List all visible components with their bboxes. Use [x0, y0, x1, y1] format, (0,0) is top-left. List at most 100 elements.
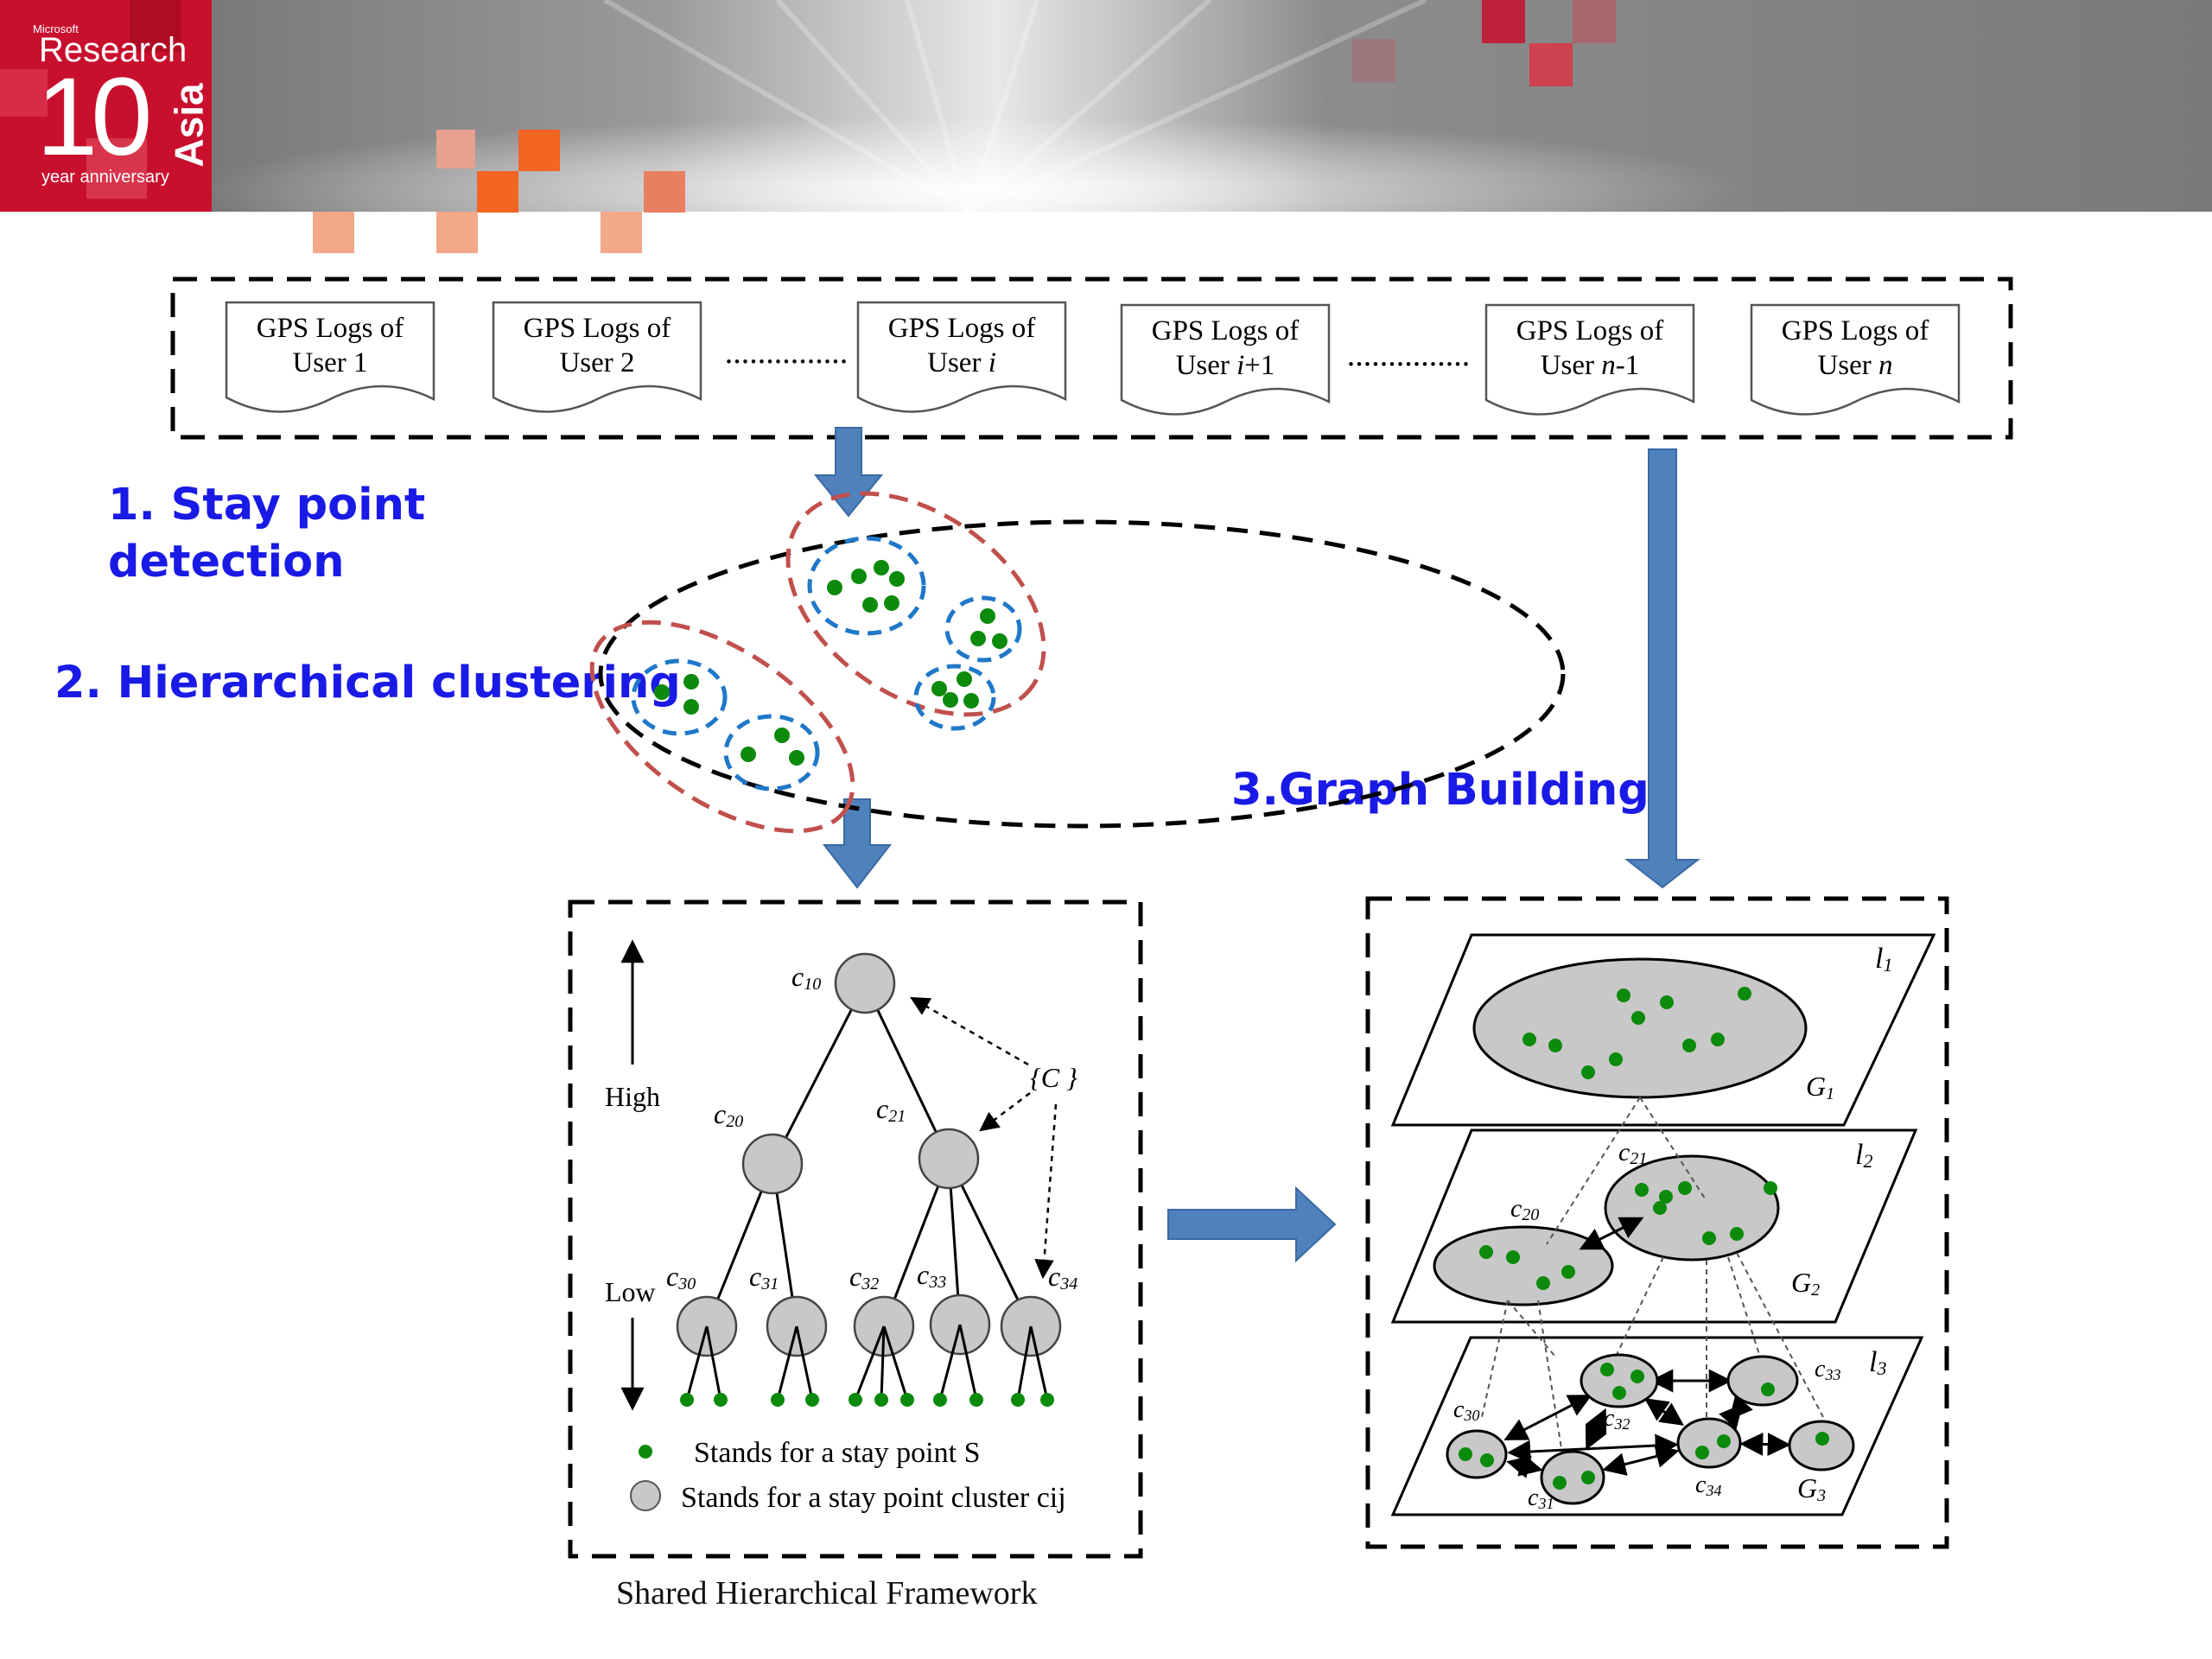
label-base: c — [917, 1259, 929, 1290]
stay-point — [931, 681, 947, 696]
label-base: l — [1869, 1346, 1877, 1378]
projection-line — [1639, 1096, 1707, 1202]
layer-label-l1: l1 — [1875, 943, 1892, 976]
label-subscript: 2 — [1863, 1150, 1872, 1172]
tree-edge — [947, 1158, 1033, 1327]
step-hierarchical-clustering: 2. Hierarchical clustering — [54, 658, 681, 709]
projection-line — [1736, 1252, 1824, 1418]
arrow-clustering-to-framework — [822, 798, 893, 889]
decor-square — [436, 212, 478, 253]
user-suffix: +1 — [1244, 350, 1274, 381]
graph-node-cX — [1788, 1420, 1855, 1471]
step-1-line2: detection — [108, 537, 345, 588]
user-prefix: User — [1817, 350, 1878, 381]
clustering-illustration — [589, 491, 1566, 834]
decor-square — [436, 130, 475, 168]
label-base: c — [1618, 1138, 1630, 1166]
graph-container — [1365, 896, 1949, 1549]
stay-point — [1702, 1231, 1716, 1245]
stay-point — [969, 1393, 983, 1407]
cluster-node-c20 — [741, 1133, 804, 1195]
document-user: User n-1 — [1541, 350, 1640, 381]
stay-point — [654, 684, 670, 700]
user-index: i — [1236, 350, 1244, 381]
decor-square — [644, 171, 685, 213]
stay-point — [774, 728, 790, 743]
cluster-node-c10 — [834, 952, 896, 1014]
label-subscript: 3 — [1876, 1357, 1886, 1379]
set-arrow-c34 — [1034, 1103, 1058, 1280]
tree-edge — [771, 982, 867, 1165]
stay-point — [1711, 1033, 1725, 1046]
document-user: User 1 — [292, 347, 367, 378]
banner-background — [0, 0, 2212, 214]
label-subscript: 20 — [726, 1112, 743, 1131]
header-banner: Microsoft Research 10 Asia year annivers… — [0, 0, 2212, 214]
research-logo: Microsoft Research 10 Asia year annivers… — [0, 0, 212, 212]
graph-label-c31: c31 — [1528, 1484, 1554, 1512]
stay-point — [1815, 1432, 1829, 1446]
graph-node-c32 — [1580, 1353, 1659, 1408]
label-subscript: 34 — [1059, 1274, 1077, 1294]
graph-node-c20 — [1433, 1225, 1614, 1306]
graph-label-g3: G3 — [1797, 1472, 1826, 1505]
leaf-edge — [1029, 1325, 1049, 1401]
step-stay-point-detection: 1. Stay point detection — [108, 477, 425, 591]
graph-edge — [1739, 1432, 1791, 1457]
stay-point — [970, 631, 986, 646]
blue-stay-point-cluster — [944, 595, 1022, 663]
stay-point — [1536, 1276, 1550, 1290]
graph-node-c34 — [1676, 1417, 1742, 1469]
label-base: c — [1528, 1484, 1539, 1511]
stay-point — [933, 1393, 947, 1407]
graph-label-c21: c21 — [1618, 1138, 1647, 1168]
stay-point — [1522, 1033, 1536, 1046]
graph-node-g1 — [1472, 957, 1808, 1099]
legend-cluster-dot — [630, 1480, 661, 1511]
document-title: GPS Logs of — [524, 313, 671, 344]
cluster-label-c20: c20 — [714, 1098, 743, 1131]
graph-label-c20: c20 — [1510, 1194, 1539, 1224]
stay-point — [1479, 1245, 1493, 1259]
logo-number: 10 — [36, 55, 152, 179]
label-base: c — [714, 1098, 726, 1129]
stay-point — [1617, 988, 1630, 1002]
cluster-label-c32: c32 — [849, 1261, 879, 1294]
stay-point — [1695, 1446, 1709, 1459]
stay-point — [680, 1393, 694, 1407]
cluster-set-label: {C } — [1030, 1062, 1077, 1093]
logo-brand-name: Research — [39, 31, 188, 69]
decor-square — [601, 212, 642, 253]
user-index: 2 — [620, 347, 635, 378]
stay-point — [957, 671, 972, 687]
cluster-label-c34: c34 — [1048, 1261, 1077, 1294]
legend-point-text: Stands for a stay point S — [694, 1437, 980, 1469]
stay-point — [1612, 1386, 1626, 1400]
graph-label-c30: c30 — [1453, 1396, 1479, 1424]
graph-edge — [1503, 1395, 1592, 1440]
label-subscript: 21 — [1630, 1149, 1647, 1168]
stay-point — [1659, 1190, 1673, 1204]
edge-c20-c21 — [1579, 1217, 1644, 1250]
document-user: User n — [1817, 350, 1892, 381]
high-label: High — [605, 1081, 660, 1112]
user-index: 1 — [353, 347, 368, 378]
label-subscript: 10 — [804, 975, 821, 994]
layer-label-l2: l2 — [1855, 1139, 1872, 1172]
document-shape — [1484, 303, 1695, 416]
label-subscript: 30 — [677, 1274, 696, 1294]
stay-point — [789, 750, 804, 766]
set-arrow-c10 — [910, 996, 1029, 1066]
stay-point — [1609, 1052, 1623, 1066]
document-user: User 2 — [559, 347, 634, 378]
outer-cluster-ellipse — [598, 519, 1566, 829]
document-shape — [856, 301, 1067, 413]
document-title: GPS Logs of — [1782, 315, 1929, 346]
label-base: c — [849, 1261, 861, 1292]
label-base: c — [666, 1261, 678, 1292]
graph-edge — [1719, 1394, 1753, 1430]
stay-point — [1635, 1183, 1649, 1197]
